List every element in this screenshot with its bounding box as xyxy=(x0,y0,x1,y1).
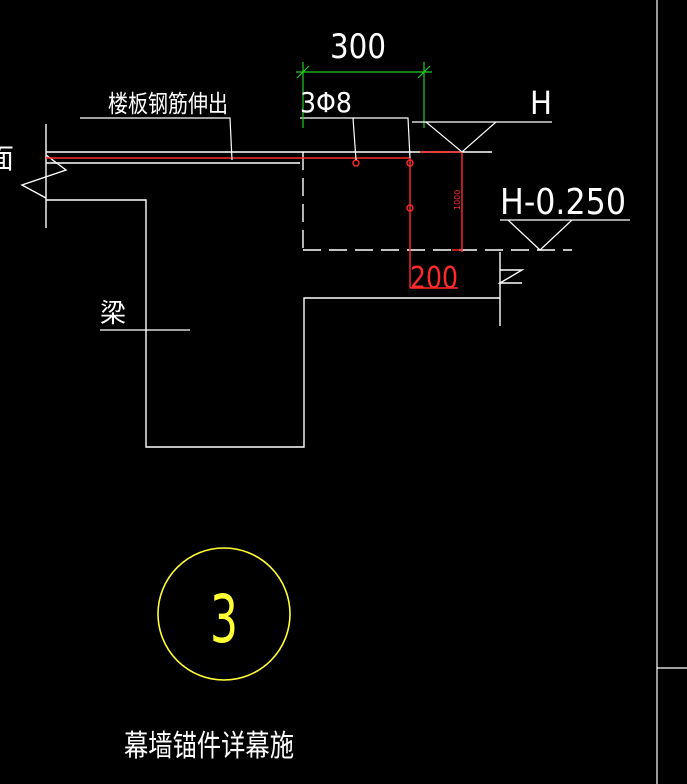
dimension-300 xyxy=(296,62,432,128)
slab-outline xyxy=(20,124,525,448)
level-top-label: H xyxy=(530,84,552,122)
leader-lines xyxy=(80,117,411,331)
detail-number-circle xyxy=(157,547,291,681)
dashed-boundary xyxy=(302,152,572,251)
left-edge-fragment: 面 xyxy=(0,142,14,175)
rebar-spec-label: 3Φ8 xyxy=(300,86,352,119)
detail-number: 3 xyxy=(210,581,238,658)
beam-label: 梁 xyxy=(100,299,126,329)
dimension-200-label: 200 xyxy=(410,261,458,296)
detail-title: 幕墙锚件详幕施 xyxy=(124,729,294,764)
rebar-dots xyxy=(352,159,414,212)
dimension-300-label: 300 xyxy=(330,27,386,67)
rebar-lines xyxy=(46,151,463,289)
dimension-1000-label: 1000 xyxy=(453,190,462,210)
level-marker-top xyxy=(412,121,552,153)
level-lower-label: H-0.250 xyxy=(500,182,626,223)
slab-rebar-note: 楼板钢筋伸出 xyxy=(108,90,228,118)
level-marker-lower xyxy=(500,219,630,251)
